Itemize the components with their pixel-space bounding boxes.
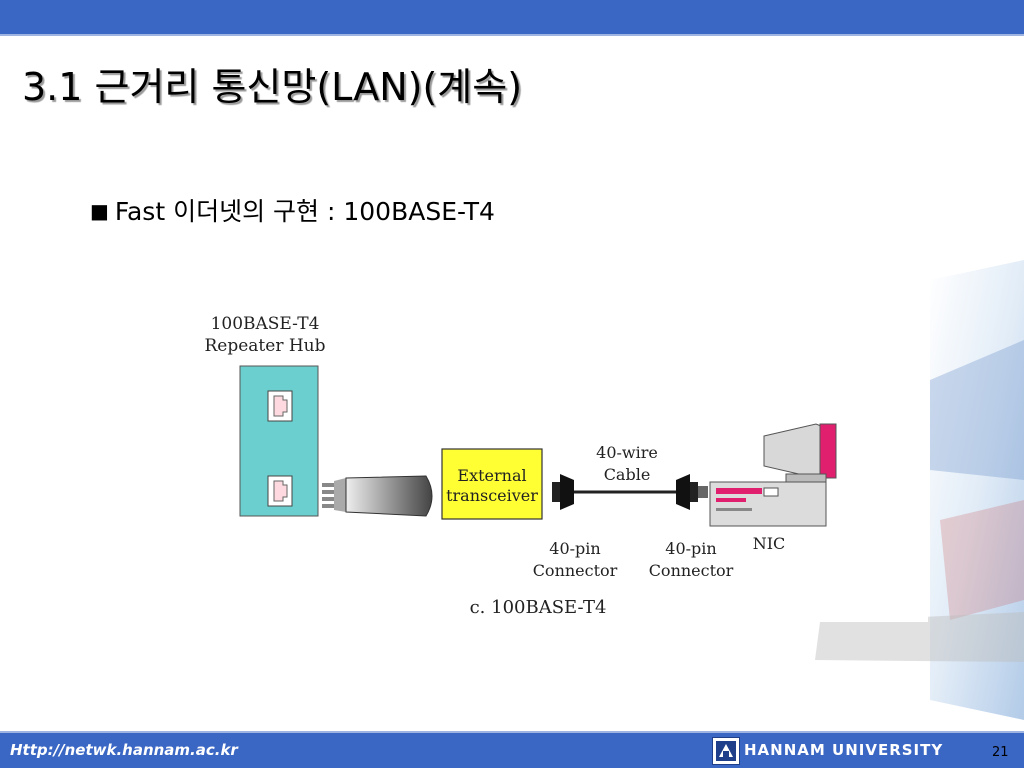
- hub-label-line1: 100BASE-T4: [211, 314, 320, 334]
- bullet-text: Fast 이더넷의 구현 : 100BASE-T4: [114, 197, 495, 226]
- connector-icon: [552, 474, 574, 510]
- top-banner: [0, 0, 1024, 34]
- top-banner-line: [0, 34, 1024, 36]
- footer-line: [0, 731, 1024, 733]
- university-logo-icon: [712, 737, 740, 765]
- connector1-label-line1: 40-pin: [549, 539, 600, 558]
- bullet-item: ■Fast 이더넷의 구현 : 100BASE-T4: [90, 192, 495, 228]
- hub-port-icon: [267, 475, 293, 507]
- bullet-square-icon: ■: [90, 199, 109, 223]
- twisted-pair-cable: [345, 475, 433, 517]
- external-transceiver: [441, 448, 543, 520]
- footer-bar: [0, 733, 1024, 768]
- cable-plug-icon: [322, 478, 346, 512]
- transceiver-label-line2: transceiver: [446, 486, 538, 505]
- monitor-screen: [819, 423, 837, 479]
- hub-label-line2: Repeater Hub: [204, 336, 325, 356]
- nic-label: NIC: [753, 534, 786, 553]
- cable-label-line2: Cable: [604, 465, 651, 484]
- connector1-label-line2: Connector: [533, 561, 618, 580]
- cable-label-line1: 40-wire: [596, 443, 658, 462]
- computer-icon: [709, 423, 837, 527]
- transceiver-label-line1: External: [457, 466, 526, 485]
- connector2-label-line2: Connector: [649, 561, 734, 580]
- connector2-label-line1: 40-pin: [665, 539, 716, 558]
- footer-url-link[interactable]: Http://netwk.hannam.ac.kr: [10, 741, 238, 759]
- page-number: 21: [992, 745, 1009, 760]
- hub-port-icon: [267, 390, 293, 422]
- university-name: HANNAM UNIVERSITY: [744, 741, 944, 759]
- connector-icon: [676, 474, 708, 510]
- diagram-caption: c. 100BASE-T4: [470, 597, 607, 618]
- slide-title: 3.1 근거리 통신망(LAN)(계속): [22, 65, 523, 109]
- network-diagram: 100BASE-T4 Repeater Hub External transce…: [204, 296, 928, 622]
